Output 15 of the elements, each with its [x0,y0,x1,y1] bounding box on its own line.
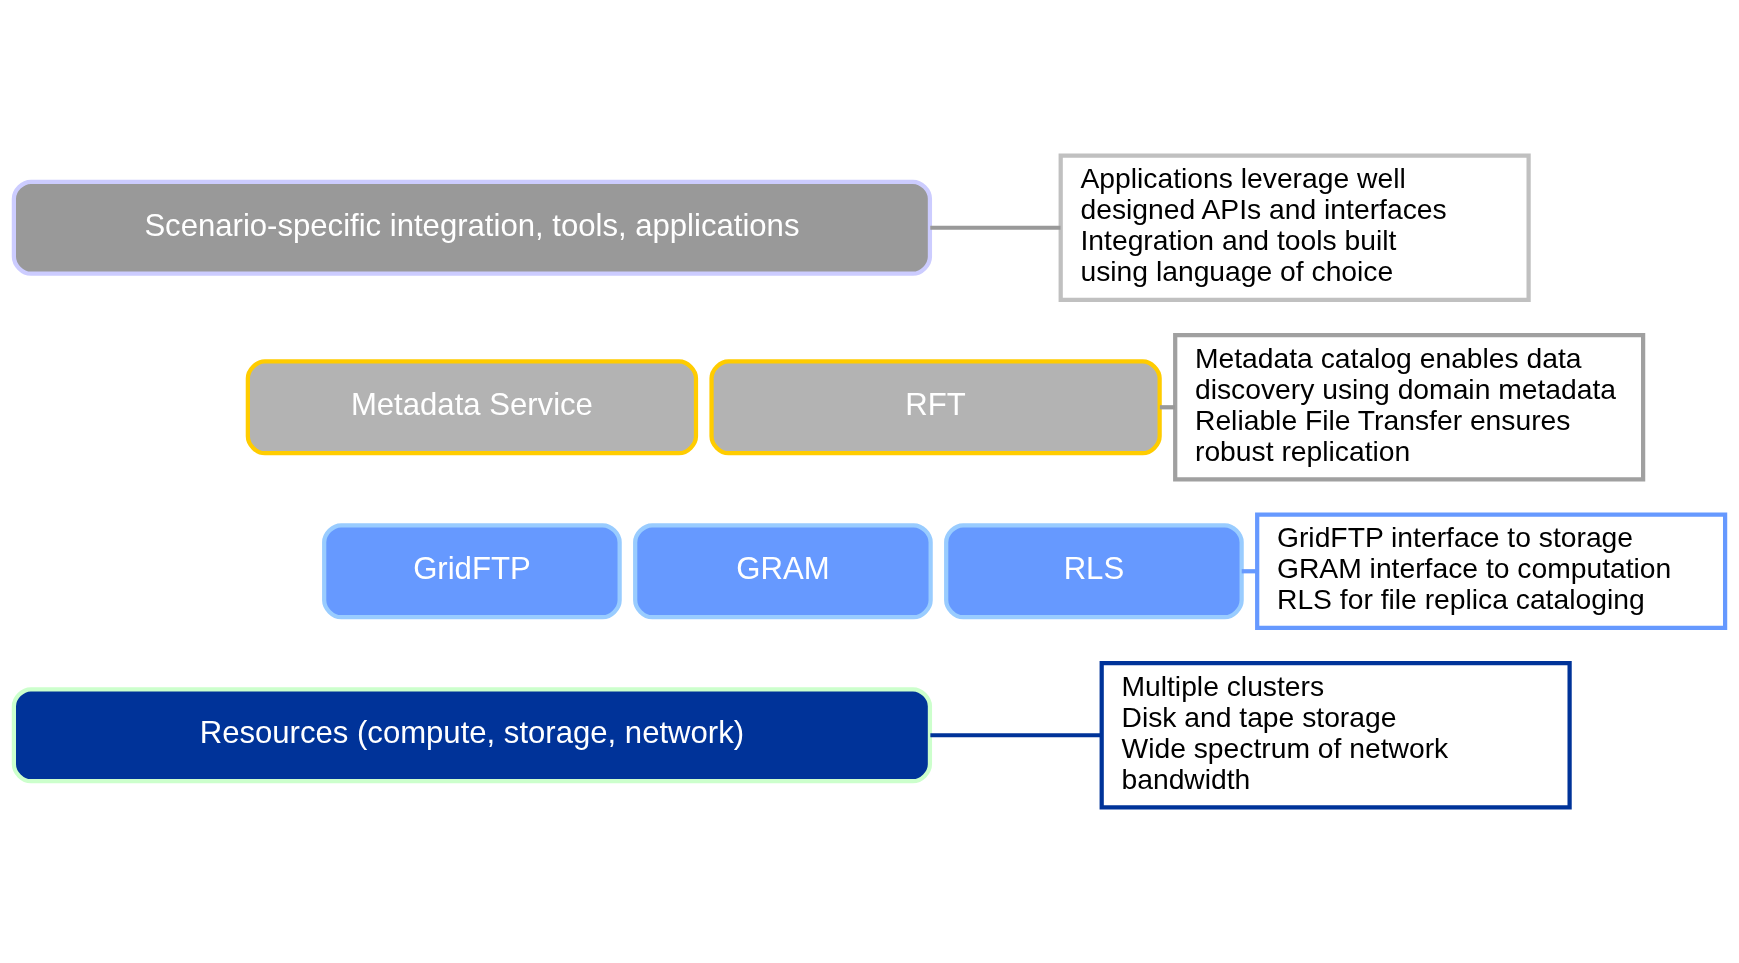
node-box: GRAM [633,523,933,620]
connector [1159,405,1175,410]
node-box: RFT [709,359,1162,456]
node-box: Applications leverage well designed APIs and interfaces Integration and tools built using language of choice [1058,153,1531,302]
node-box: Resources (compute, storage, network) [11,687,933,784]
connector [930,225,1061,230]
node-box: GridFTP [322,523,622,620]
node-box: RLS [944,523,1244,620]
node-box: GridFTP interface to storage GRAM interface to computation RLS for file replica cataloging [1255,512,1728,630]
node-box: Metadata catalog enables data discovery using domain metadata Reliable File Transfer ensures robust replication [1173,333,1646,482]
node-box: Metadata Service [245,359,699,456]
node-box: Scenario-specific integration, tools, applications [11,179,933,276]
node-box: Multiple clusters Disk and tape storage Wide spectrum of network bandwidth [1099,661,1572,810]
connector [930,733,1102,738]
connector [1241,569,1257,574]
